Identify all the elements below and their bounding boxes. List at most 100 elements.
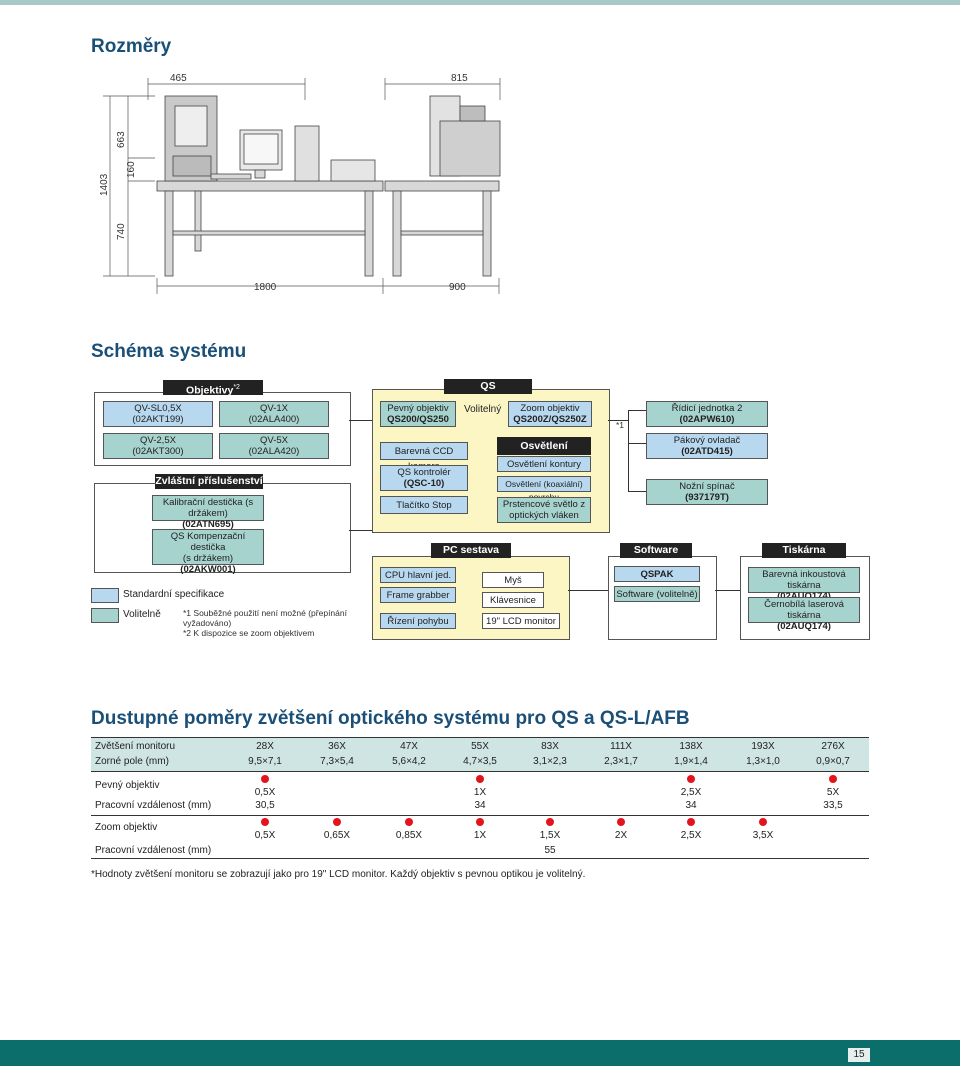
cell-zoom: 1X	[473, 830, 487, 841]
klavesnice: Klávesnice	[482, 592, 544, 608]
cell-pracovni-1: 30,5	[255, 800, 275, 811]
connector	[628, 410, 646, 411]
kalibracni-desticka: Kalibrační destička (s držákem)(02ATN695…	[152, 495, 264, 530]
zvlastni-title: Zvláštní příslušenství	[155, 474, 263, 489]
star-1: *1	[616, 420, 625, 430]
cell-monitor: 111X	[610, 741, 632, 752]
row-label-pracovni-1: Pracovní vzdálenost (mm)	[95, 800, 212, 811]
table-rule	[91, 858, 869, 859]
connector	[349, 530, 372, 531]
frame-grabber: Frame grabber	[380, 587, 456, 603]
cell-pevny: 5X	[826, 787, 840, 798]
software-volitelne: Software (volitelně)	[614, 586, 700, 602]
cell-monitor: 55X	[471, 741, 489, 752]
section-title-pomery: Dustupné poměry zvětšení optického systé…	[91, 708, 690, 729]
cell-zoom: 3,5X	[752, 830, 774, 841]
availability-dot	[687, 775, 695, 783]
rizeni-pohybu: Řízení pohybu	[380, 613, 456, 629]
cell-pracovni-2: 55	[544, 845, 556, 856]
page-number: 15	[848, 1048, 870, 1062]
row-label-pole: Zorné pole (mm)	[95, 756, 169, 767]
cell-zoom: 0,5X	[254, 830, 276, 841]
connector	[608, 420, 628, 421]
note-1: *1 Souběžné použití není možné (přepínán…	[183, 608, 347, 628]
availability-dot	[405, 818, 413, 826]
objektiv-qv-1x: QV-1X(02ALA400)	[219, 401, 329, 427]
availability-dot	[687, 818, 695, 826]
objektivy-title: Objektivy*2	[163, 380, 263, 397]
inkoustova-tiskarna: Barevná inkoustová tiskárna(02AUQ174)	[748, 567, 860, 602]
cell-monitor: 193X	[751, 741, 775, 752]
cell-zoom: 2,5X	[680, 830, 702, 841]
cell-pevny: 1X	[473, 787, 487, 798]
row-label-pracovni-2: Pracovní vzdálenost (mm)	[95, 845, 212, 856]
lcd-monitor: 19" LCD monitor	[482, 613, 560, 629]
cell-monitor: 47X	[400, 741, 418, 752]
section-title-schema: Schéma systému	[91, 341, 247, 362]
cell-monitor: 138X	[679, 741, 703, 752]
dim-1800: 1800	[254, 282, 277, 293]
table-footnote: *Hodnoty zvětšení monitoru se zobrazují …	[91, 869, 586, 880]
availability-dot	[476, 775, 484, 783]
table-rule	[91, 771, 869, 772]
objektiv-qv-25x: QV-2,5X(02AKT300)	[103, 433, 213, 459]
pc-sestava-title: PC sestava	[431, 543, 511, 558]
availability-dot	[546, 818, 554, 826]
software-title: Software	[620, 543, 692, 558]
cell-pole: 4,7×3,5	[463, 756, 497, 767]
bottom-bar	[0, 1040, 960, 1066]
availability-dot	[261, 775, 269, 783]
legend-standard-swatch	[91, 588, 119, 603]
dim-1403: 1403	[99, 173, 110, 196]
tiskarna-title: Tiskárna	[762, 543, 846, 558]
cell-zoom: 0,85X	[395, 830, 423, 841]
qs-title: QS	[444, 379, 532, 394]
top-bar	[0, 0, 960, 5]
availability-dot	[261, 818, 269, 826]
cell-monitor: 276X	[821, 741, 845, 752]
nozni-spinac: Nožní spínač(937179T)	[646, 479, 768, 505]
connector	[568, 590, 608, 591]
osvetleni-title: Osvětlení	[497, 437, 591, 455]
legend-standard-label: Standardní specifikace	[123, 589, 225, 600]
objektiv-qv-sl05x: QV-SL0,5X(02AKT199)	[103, 401, 213, 427]
availability-dot	[333, 818, 341, 826]
cell-pole: 7,3×5,4	[320, 756, 354, 767]
dim-465: 465	[170, 73, 187, 84]
tlacitko-stop: Tlačítko Stop	[380, 496, 468, 514]
dimension-drawing	[103, 78, 501, 294]
availability-dot	[476, 818, 484, 826]
availability-dot	[759, 818, 767, 826]
row-label-monitor: Zvětšení monitoru	[95, 741, 176, 752]
cell-pole: 1,9×1,4	[674, 756, 708, 767]
dim-160: 160	[126, 161, 137, 178]
legend-optional-swatch	[91, 608, 119, 623]
qs-kontroler: QS kontrolér(QSC-10)	[380, 465, 468, 491]
connector	[628, 443, 646, 444]
cell-pole: 2,3×1,7	[604, 756, 638, 767]
row-label-pevny: Pevný objektiv	[95, 780, 160, 791]
dim-740: 740	[116, 223, 127, 240]
connector	[628, 491, 646, 492]
osvetleni-kontury: Osvětlení kontury	[497, 456, 591, 472]
connector	[715, 590, 740, 591]
objektiv-qv-5x: QV-5X(02ALA420)	[219, 433, 329, 459]
ccd-kamera: Barevná CCD kamera	[380, 442, 468, 472]
availability-dot	[829, 775, 837, 783]
laserova-tiskarna: Černobílá laserová tiskárna(02AUQ174)	[748, 597, 860, 632]
cell-monitor: 28X	[256, 741, 274, 752]
ridici-jednotka: Řídicí jednotka 2(02APW610)	[646, 401, 768, 427]
dim-815: 815	[451, 73, 468, 84]
cell-monitor: 36X	[328, 741, 346, 752]
cell-monitor: 83X	[541, 741, 559, 752]
cpu: CPU hlavní jed.	[380, 567, 456, 583]
cell-pracovni-1: 34	[685, 800, 697, 811]
cell-pole: 1,3×1,0	[746, 756, 780, 767]
cell-pole: 3,1×2,3	[533, 756, 567, 767]
kompenzacni-desticka: QS Kompenzační destička(s držákem)(02AKW…	[152, 529, 264, 575]
qspak: QSPAK	[614, 566, 700, 582]
note-2: *2 K dispozice se zoom objektivem	[183, 628, 315, 638]
availability-dot	[617, 818, 625, 826]
